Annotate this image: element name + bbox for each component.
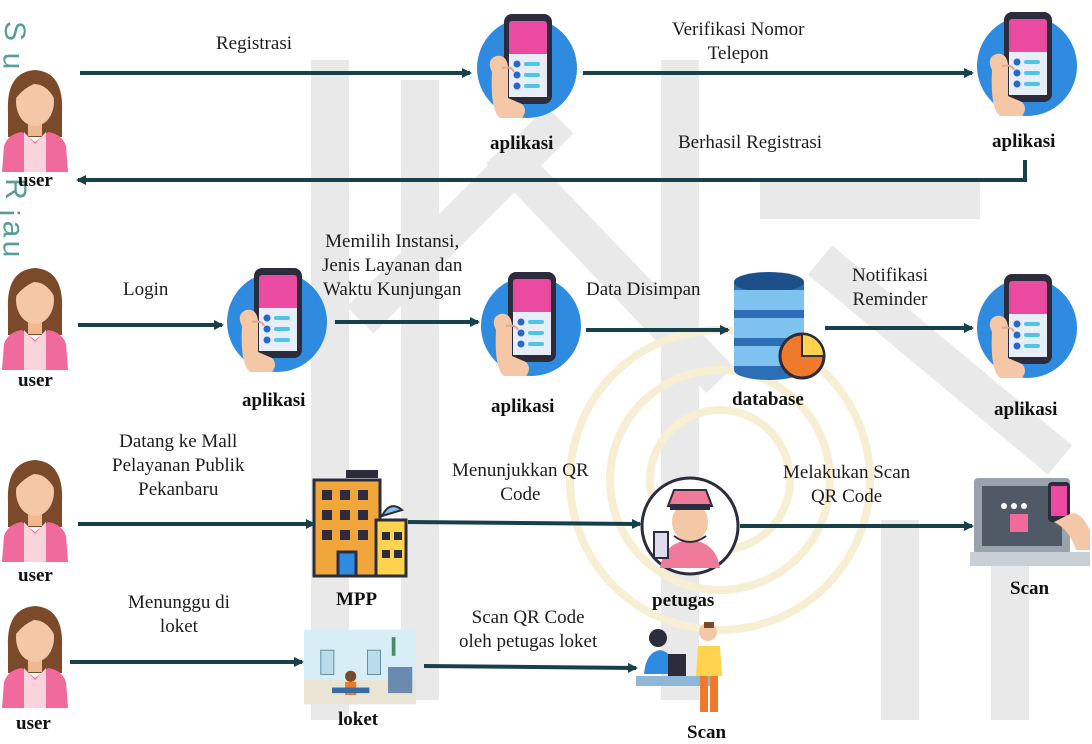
edge-label: Datang ke Mall Pelayanan Publik Pekanbar… bbox=[112, 431, 245, 500]
edge-label: Verifikasi Nomor Telepon bbox=[672, 19, 805, 64]
officer-icon bbox=[640, 476, 740, 576]
edge-label: Berhasil Registrasi bbox=[678, 132, 823, 153]
node-label: aplikasi bbox=[994, 399, 1058, 420]
user-avatar-icon bbox=[2, 460, 68, 562]
user-avatar-icon bbox=[2, 606, 68, 708]
node-label: user bbox=[16, 713, 51, 734]
building-icon bbox=[312, 470, 408, 578]
smartphone-app-icon bbox=[476, 13, 578, 119]
counter-room-icon bbox=[304, 629, 416, 705]
smartphone-app-icon bbox=[976, 11, 1078, 117]
node-label: aplikasi bbox=[992, 131, 1056, 152]
node-label: loket bbox=[338, 709, 379, 730]
edge-label: Menunggu di loket bbox=[128, 592, 230, 637]
smartphone-app-icon bbox=[226, 267, 328, 373]
node-label: petugas bbox=[652, 590, 715, 611]
edge-label: Menunjukkan QR Code bbox=[452, 460, 589, 505]
node-label: aplikasi bbox=[242, 390, 306, 411]
node-label: MPP bbox=[336, 589, 378, 610]
smartphone-app-icon bbox=[480, 271, 582, 377]
edge-label: Login bbox=[123, 279, 169, 300]
edge-label: Memilih Instansi, Jenis Layanan dan Wakt… bbox=[322, 231, 463, 300]
node-label: aplikasi bbox=[491, 396, 555, 417]
node-label: user bbox=[18, 170, 53, 191]
edge-label: Registrasi bbox=[216, 33, 292, 54]
arrow bbox=[423, 662, 638, 673]
edge-label: Melakukan Scan QR Code bbox=[783, 462, 911, 507]
arrow bbox=[407, 518, 642, 529]
node-label: user bbox=[18, 370, 53, 391]
smartphone-app-icon bbox=[976, 273, 1078, 379]
node-label: user bbox=[18, 565, 53, 586]
node-label: Scan bbox=[1010, 578, 1050, 599]
database-icon bbox=[732, 272, 826, 382]
node-label: Scan bbox=[687, 722, 727, 743]
service-desk-icon bbox=[636, 622, 722, 712]
edge-label: Notifikasi Reminder bbox=[852, 265, 928, 310]
arrow bbox=[76, 160, 1027, 185]
node-label: aplikasi bbox=[490, 133, 554, 154]
edge-label: Scan QR Code oleh petugas loket bbox=[459, 607, 598, 652]
user-avatar-icon bbox=[2, 268, 68, 370]
edge-label: Data Disimpan bbox=[586, 279, 701, 300]
user-avatar-icon bbox=[2, 70, 68, 172]
qr-scan-terminal-icon bbox=[970, 478, 1090, 566]
node-label: database bbox=[732, 389, 804, 410]
